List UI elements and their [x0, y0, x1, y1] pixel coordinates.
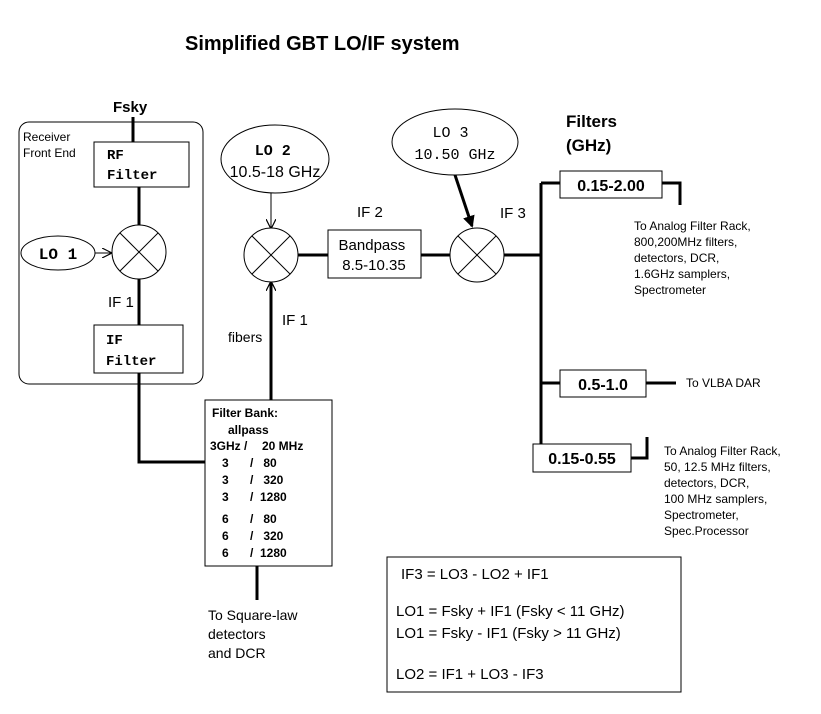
filter-c-label: 0.15-0.55 — [548, 451, 616, 468]
filter-a-note: To Analog Filter Rack, 800,200MHz filter… — [634, 219, 754, 297]
filter-bank-row-left: 6 — [222, 546, 229, 560]
filter-bank-row-right: / 80 — [250, 512, 277, 526]
filter-b-note: To VLBA DAR — [686, 376, 761, 390]
filter-bank-row-right: / 1280 — [250, 546, 287, 560]
if3-label: IF 3 — [500, 205, 526, 222]
mixer-2-cross-b — [251, 235, 291, 275]
lo3-label: LO 3 10.50 GHz — [414, 125, 495, 164]
filter-bank-row-right: / 320 — [250, 529, 284, 543]
square-law-note: To Square-law detectors and DCR — [208, 607, 301, 661]
filter-bank-row-left: 3GHz / — [210, 439, 248, 453]
filter-bank-row-right: / 320 — [250, 473, 284, 487]
filters-heading: Filters (GHz) — [566, 112, 622, 155]
filter-bank-title: Filter Bank: allpass — [212, 406, 281, 437]
filter-c-box — [532, 443, 632, 473]
equations-text: IF3 = LO3 - LO2 + IF1 LO1 = Fsky + IF1 (… — [396, 566, 629, 683]
fibers-label: fibers — [228, 329, 262, 345]
filter-bank-row-right: 20 MHz — [262, 439, 303, 453]
receiver-front-end-box — [18, 121, 204, 385]
diagram-title: Simplified GBT LO/IF system — [185, 33, 460, 55]
if-filter-box — [93, 324, 184, 374]
if1-label-receiver: IF 1 — [108, 294, 134, 311]
lo2-ellipse — [220, 124, 330, 194]
filter-c-note: To Analog Filter Rack, 50, 12.5 MHz filt… — [664, 444, 784, 538]
filter-b-label: 0.5-1.0 — [578, 377, 628, 394]
if2-label: IF 2 — [357, 204, 383, 221]
if-filter-label: IF Filter — [106, 333, 156, 370]
filter-bank-row-right: / 1280 — [250, 490, 287, 504]
filter-bank-row-left: 3 — [222, 473, 229, 487]
receiver-label: Receiver Front End — [23, 130, 76, 160]
filter-bank-row-left: 6 — [222, 529, 229, 543]
if-filter-to-filter-bank — [137, 373, 205, 464]
filter-a-label: 0.15-2.00 — [577, 178, 645, 195]
mixer-1-cross-b — [119, 232, 159, 272]
rf-filter-box — [93, 141, 190, 188]
bandpass-box — [327, 229, 422, 279]
if1-label-fiber: IF 1 — [282, 312, 308, 329]
filter-bank-rows: 3GHz / 20 MHz 3 / 80 3 / 320 3 / 1280 6 / 80 6 / 32… — [210, 439, 303, 560]
filter-bank-row-left: 3 — [222, 490, 229, 504]
filter-bank-row-right: / 80 — [250, 456, 277, 470]
filter-a-box — [559, 170, 663, 199]
mixer-3-cross-b — [457, 235, 497, 275]
filter-b-box — [559, 369, 647, 398]
bandpass-label: Bandpass 8.5-10.35 — [339, 237, 410, 274]
equations-box — [386, 556, 682, 693]
filter-c-output — [631, 437, 649, 460]
filter-bank-box — [204, 399, 333, 567]
fsky-label: Fsky — [113, 99, 148, 116]
lo1-label: LO 1 — [39, 246, 77, 264]
lo3-ellipse — [391, 108, 519, 176]
filter-a-output — [662, 181, 682, 205]
lo3-arrow — [453, 174, 475, 228]
rf-filter-label: RF Filter — [107, 148, 157, 184]
filter-bank-row-left: 6 — [222, 512, 229, 526]
lo2-label: LO 2 10.5-18 GHz — [230, 142, 321, 181]
filter-bank-row-left: 3 — [222, 456, 229, 470]
